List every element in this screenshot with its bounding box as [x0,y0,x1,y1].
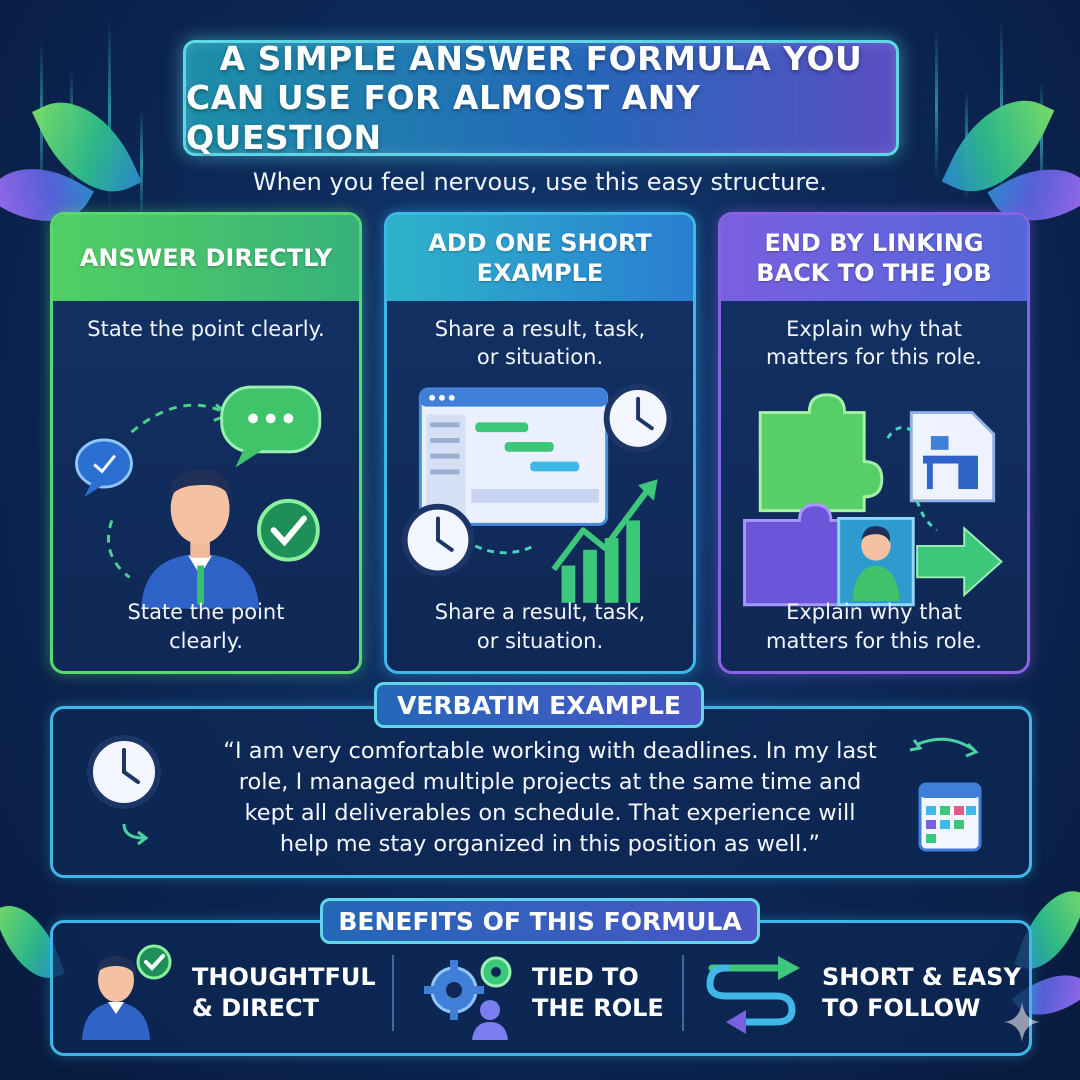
card-answer-directly: ANSWER DIRECTLY State the point clearly.… [50,212,362,674]
benefit-thoughtful-direct: THOUGHTFUL & DIRECT [192,963,376,1023]
subtitle: When you feel nervous, use this easy str… [252,168,828,196]
card-short-example: ADD ONE SHORT EXAMPLE Share a result, ta… [384,212,696,674]
person-check-icon [82,944,172,1040]
card-top-text: State the point clearly. [87,317,325,341]
card-heading: ADD ONE SHORT EXAMPLE [387,215,693,301]
card-bottom-text: Share a result, task, or situation. [434,600,646,653]
calendar-icon [909,737,982,852]
puzzle-pieces-icon [743,393,1003,607]
gantt-chart-clock-icon [401,384,673,603]
card-bottom-text: State the point clearly. [127,600,285,653]
example-label: VERBATIM EXAMPLE [374,682,704,728]
sparkle-icon [1004,1002,1040,1042]
verbatim-quote: “I am very comfortable working with dead… [223,738,877,858]
benefit-short-easy: SHORT & EASY TO FOLLOW [822,963,1021,1023]
card-bottom-text: Explain why that matters for this role. [766,600,982,653]
card-top-text: Explain why that matters for this role. [766,317,982,370]
clock-icon [87,735,161,846]
card-heading: ANSWER DIRECTLY [53,215,359,301]
card-top-text: Share a result, task, or situation. [434,317,646,370]
title-line-1: A SIMPLE ANSWER FORMULA YOU [219,38,863,78]
benefits-label: BENEFITS OF THIS FORMULA [320,898,760,944]
title-banner: A SIMPLE ANSWER FORMULA YOU CAN USE FOR … [183,38,899,157]
benefit-tied-to-role: TIED TO THE ROLE [532,963,664,1023]
gears-person-icon [424,956,512,1040]
divider [392,955,394,1031]
path-arrow-icon [706,956,800,1034]
divider [682,955,684,1031]
card-link-to-job: END BY LINKING BACK TO THE JOB Explain w… [718,212,1030,674]
title-line-2: CAN USE FOR ALMOST ANY QUESTION [186,78,701,157]
card-heading: END BY LINKING BACK TO THE JOB [721,215,1027,301]
speaking-person-icon [75,385,322,609]
